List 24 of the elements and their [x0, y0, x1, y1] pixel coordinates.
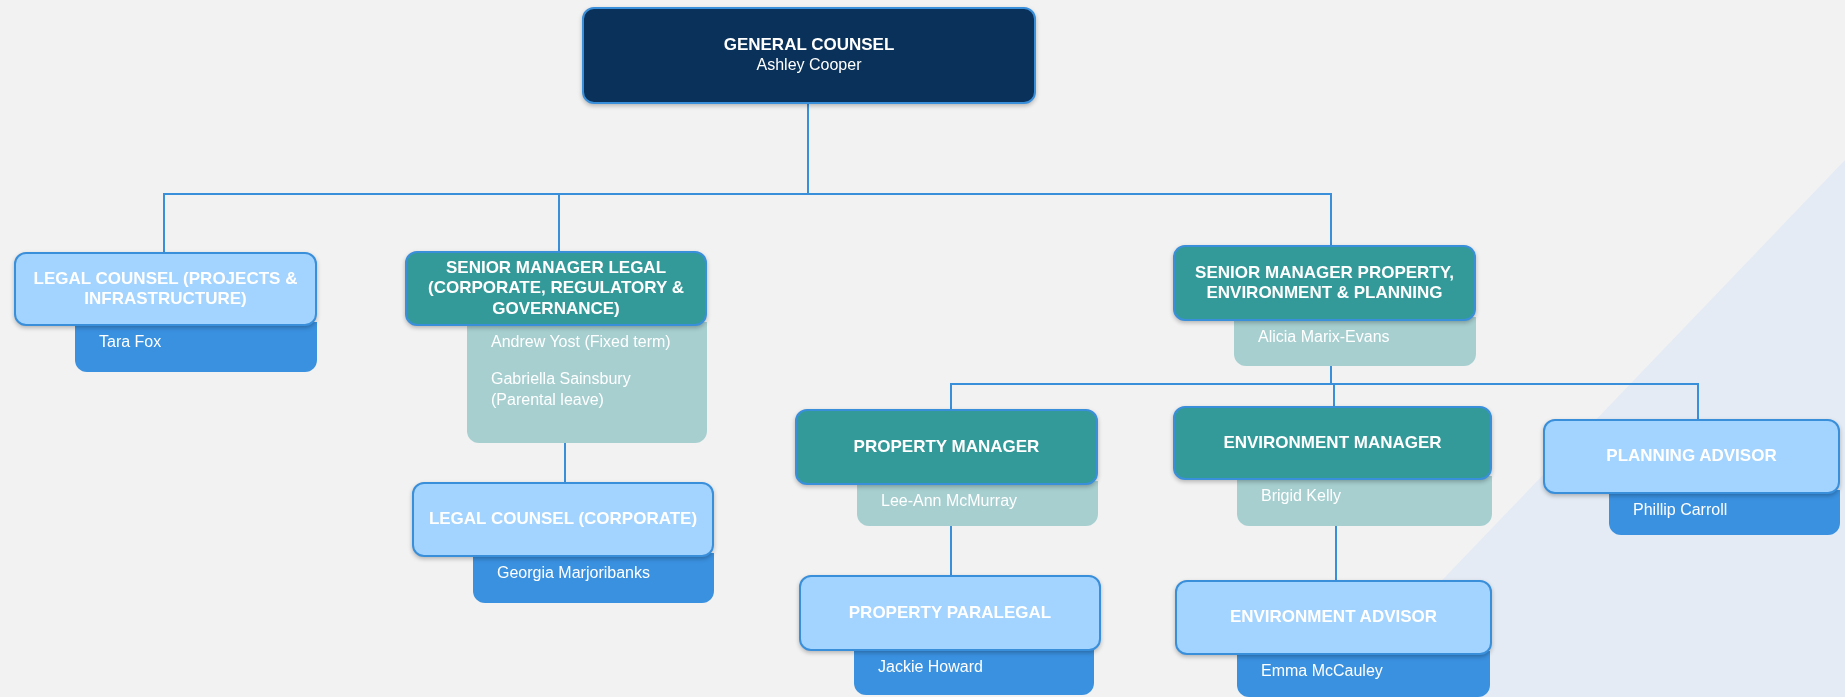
person-name: Ashley Cooper — [756, 55, 862, 76]
position-title: LEGAL COUNSEL (PROJECTS & INFRASTRUCTURE) — [32, 268, 299, 310]
connector-line — [1335, 525, 1337, 581]
person-name: Phillip Carroll — [1633, 500, 1729, 520]
person-name: Tara Fox — [99, 332, 163, 352]
position-title: LEGAL COUNSEL (CORPORATE) — [428, 509, 698, 530]
person-name: Andrew Yost (Fixed term) — [491, 332, 672, 352]
person-name: Alicia Marix-Evans — [1258, 327, 1391, 347]
position-title: GENERAL COUNSEL — [723, 34, 895, 56]
person-name: Gabriella Sainsbury (Parental leave) — [491, 368, 632, 410]
position-title: PROPERTY MANAGER — [853, 436, 1040, 458]
person-name: Georgia Marjoribanks — [497, 563, 651, 583]
person-name: Brigid Kelly — [1261, 486, 1343, 506]
connector-line — [564, 442, 566, 483]
person-name: Lee-Ann McMurray — [881, 491, 1019, 511]
person-name: Jackie Howard — [878, 657, 984, 677]
person-name: Emma McCauley — [1261, 661, 1384, 681]
position-title: SENIOR MANAGER LEGAL (CORPORATE, REGULATORY & GOVERNANCE) — [427, 257, 685, 320]
position-title: PROPERTY PARALEGAL — [848, 602, 1052, 624]
position-title: ENVIRONMENT MANAGER — [1223, 432, 1442, 454]
position-title: SENIOR MANAGER PROPERTY, ENVIRONMENT & PLANNING — [1194, 262, 1455, 304]
position-title: PLANNING ADVISOR — [1606, 446, 1777, 467]
position-title: ENVIRONMENT ADVISOR — [1229, 607, 1438, 628]
connector-line — [950, 525, 952, 576]
